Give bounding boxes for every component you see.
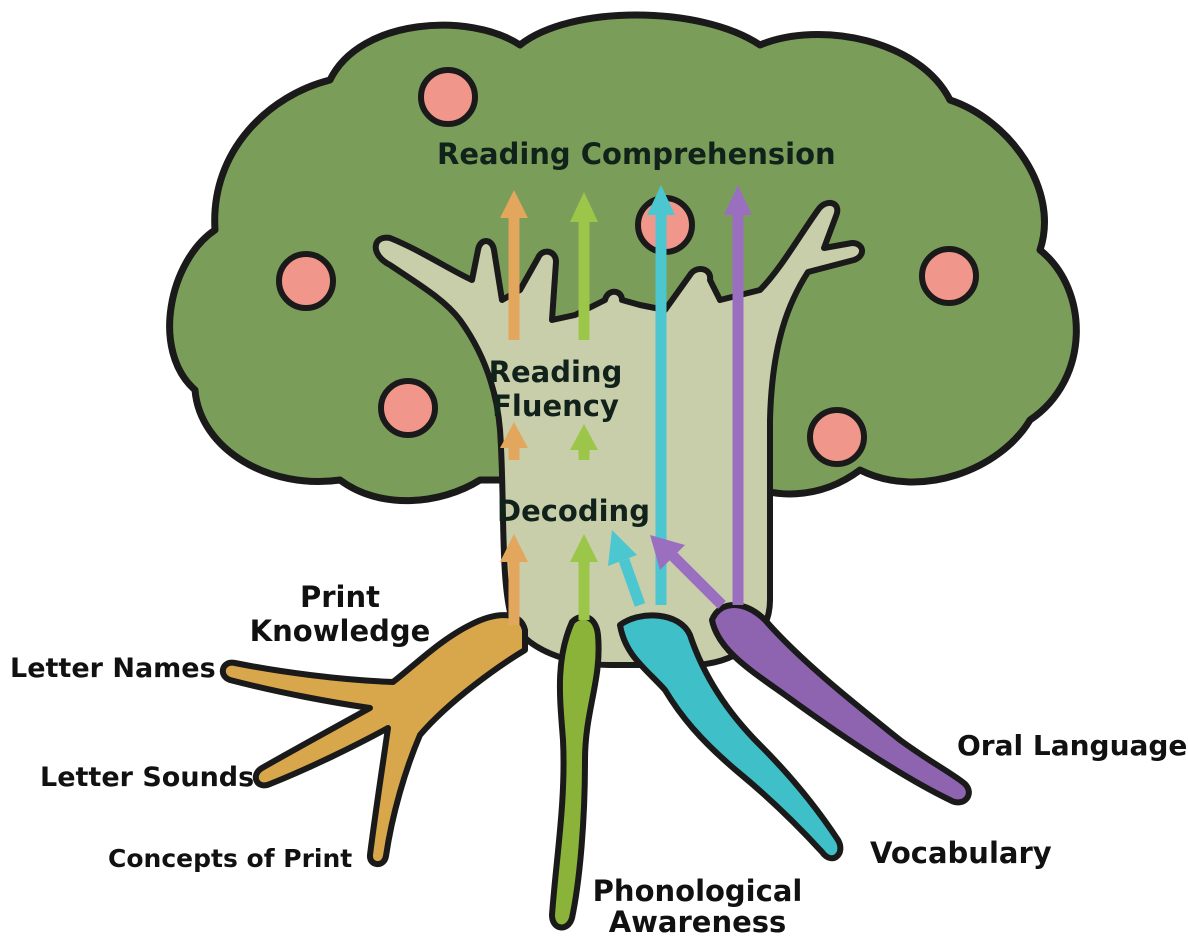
label-decoding: Decoding	[497, 494, 650, 528]
label-reading-fluency-line1: Reading	[488, 355, 623, 389]
label-phonological-awareness: Phonological Awareness	[585, 876, 810, 939]
label-oral-language: Oral Language	[957, 729, 1187, 762]
root-print-knowledge	[223, 615, 525, 864]
label-print-knowledge-line1: Print	[245, 580, 435, 614]
label-letter-sounds: Letter Sounds	[40, 762, 254, 794]
label-vocabulary: Vocabulary	[870, 836, 1052, 870]
fruit	[421, 70, 475, 124]
label-letter-names: Letter Names	[10, 653, 216, 685]
fruit	[381, 381, 435, 435]
label-reading-fluency: Reading Fluency	[488, 355, 623, 423]
label-print-knowledge: Print Knowledge	[245, 580, 435, 648]
fruit	[810, 410, 864, 464]
label-phonological-awareness-line2: Awareness	[585, 907, 810, 938]
label-reading-comprehension: Reading Comprehension	[437, 137, 836, 171]
label-phonological-awareness-line1: Phonological	[585, 876, 810, 907]
fruit	[922, 249, 976, 303]
label-reading-fluency-line2: Fluency	[488, 389, 623, 423]
fruit	[279, 254, 333, 308]
label-concepts-of-print: Concepts of Print	[108, 844, 352, 874]
label-print-knowledge-line2: Knowledge	[245, 614, 435, 648]
